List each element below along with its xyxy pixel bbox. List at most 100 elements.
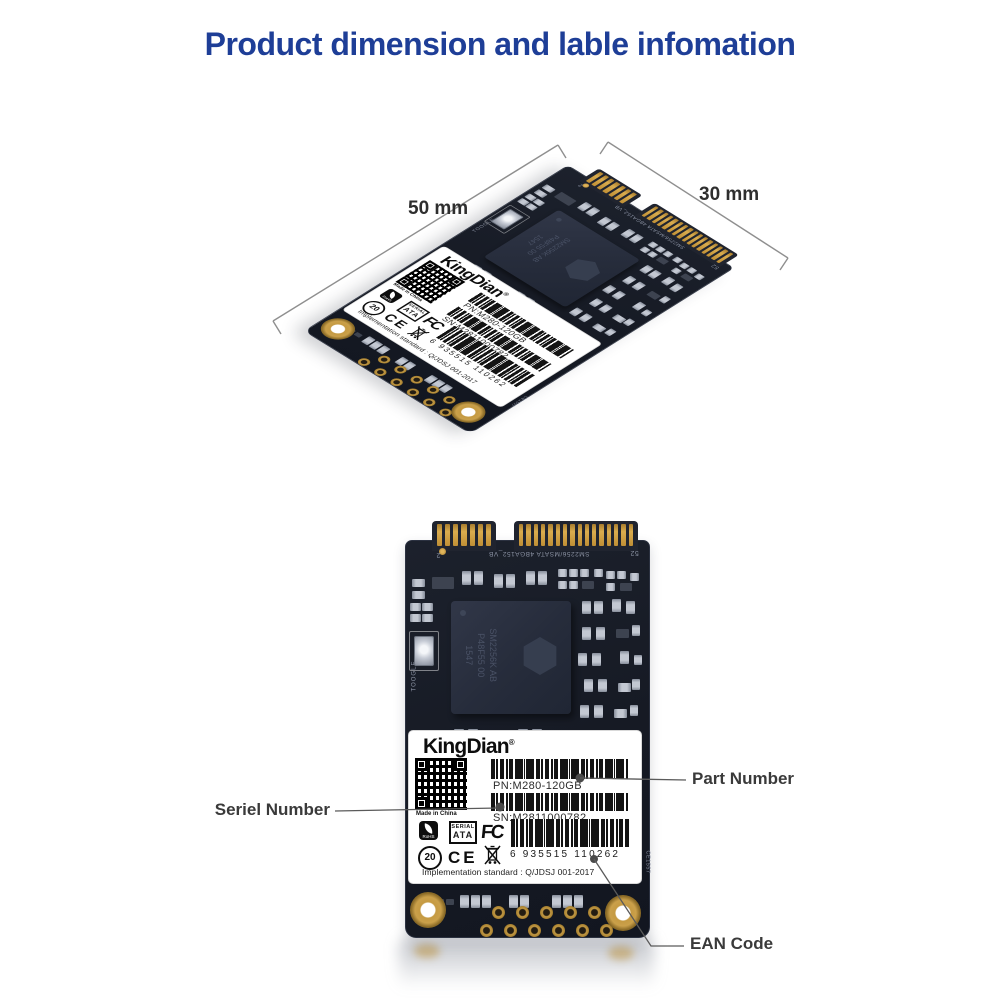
decorative-component	[558, 581, 567, 589]
decorative-component	[404, 386, 422, 398]
decorative-component	[582, 627, 591, 640]
decorative-component	[588, 906, 601, 919]
decorative-component	[584, 524, 590, 546]
decorative-component	[578, 313, 593, 323]
connector-fingers-left	[432, 521, 496, 551]
decorative-component	[608, 946, 634, 960]
callout-serial-number: Seriel Number	[214, 800, 330, 819]
decorative-component	[454, 758, 467, 771]
decorative-component: 20	[424, 852, 436, 863]
decorative-component	[576, 924, 589, 937]
decorative-component	[453, 524, 459, 546]
decorative-component	[557, 144, 567, 159]
decorative-component	[606, 571, 615, 579]
decorative-component	[617, 571, 626, 579]
decorative-component	[594, 569, 603, 577]
decorative-component	[606, 583, 615, 591]
qr-code	[415, 758, 467, 810]
decorative-component: SERIAL	[451, 824, 475, 830]
decorative-component	[596, 627, 605, 640]
decorative-component	[578, 653, 587, 666]
decorative-component	[526, 524, 531, 546]
mounting-hole-left	[313, 313, 363, 345]
decorative-component	[469, 524, 475, 546]
decorative-component	[552, 895, 561, 908]
decorative-component	[540, 524, 546, 546]
decorative-component	[620, 583, 632, 591]
fcc-icon: FC	[479, 822, 504, 843]
decorative-component	[414, 944, 440, 958]
decorative-component	[634, 655, 642, 665]
decorative-component	[446, 899, 454, 905]
decorative-component	[555, 524, 560, 546]
decorative-component	[614, 524, 619, 546]
ssd-board-angled: SM2256/MSATA 4BGA152_VB 52 2 TOOGLE CE15…	[303, 165, 739, 434]
decorative-component	[355, 356, 373, 368]
decorative-component	[353, 331, 363, 338]
weee-bin-icon	[407, 326, 430, 341]
decorative-component	[558, 569, 567, 577]
decorative-component: 1547	[463, 645, 474, 666]
decorative-component	[410, 603, 421, 611]
decorative-component	[662, 250, 674, 258]
silkscreen-pin52: 52	[630, 549, 639, 556]
decorative-component	[506, 574, 515, 588]
decorative-component	[626, 601, 635, 614]
decorative-component	[612, 599, 621, 612]
decorative-component	[420, 396, 438, 408]
decorative-component	[564, 906, 577, 919]
decorative-component	[493, 861, 497, 864]
decorative-component	[422, 328, 426, 331]
decorative-component	[618, 683, 631, 692]
decorative-component	[570, 524, 575, 546]
decorative-component	[526, 571, 535, 585]
dimension-label-50mm: 50 mm	[408, 198, 469, 219]
decorative-component: 20	[366, 303, 382, 313]
decorative-component	[680, 273, 694, 282]
decorative-component	[492, 906, 505, 919]
decorative-component	[462, 571, 471, 585]
decorative-component	[614, 709, 627, 718]
decorative-component	[594, 705, 603, 718]
decorative-component	[412, 579, 425, 587]
decorative-component	[621, 524, 626, 546]
oscillator	[409, 631, 439, 671]
decorative-component	[445, 524, 451, 546]
silkscreen-model: SM2256/MSATA 4BGA152_VB	[488, 550, 590, 557]
decorative-component	[616, 629, 629, 638]
decorative-component	[548, 524, 553, 546]
decorative-component	[611, 290, 627, 300]
page-title: Product dimension and lable infomation	[204, 26, 796, 62]
serial-number-barcode	[491, 793, 628, 811]
decorative-component	[569, 569, 578, 577]
decorative-component	[415, 758, 428, 771]
decorative-component	[422, 614, 433, 622]
silkscreen-ce1557: CE1557	[644, 850, 651, 874]
decorative-component	[494, 574, 503, 588]
decorative-component	[646, 250, 659, 259]
decorative-component	[477, 524, 483, 546]
decorative-component	[630, 573, 639, 581]
decorative-component	[474, 571, 483, 585]
decorative-component	[528, 924, 541, 937]
decorative-component	[582, 581, 594, 589]
ean-digits: 6 935515 110262	[510, 849, 621, 860]
decorative-component	[592, 653, 601, 666]
decorative-component	[658, 295, 672, 304]
product-label: KingDian® Made in China PN:M280-120GB SN…	[342, 246, 602, 408]
decorative-component	[504, 924, 517, 937]
decorative-component	[484, 845, 501, 865]
decorative-component	[413, 336, 417, 339]
connector-fingers-right	[634, 202, 739, 268]
ce-mark-icon: CE	[448, 848, 478, 867]
decorative-component	[693, 273, 705, 281]
decorative-component	[580, 569, 589, 577]
decorative-component	[412, 591, 425, 599]
decorative-component	[606, 524, 612, 546]
decorative-component	[598, 679, 607, 692]
decorative-component: ATA	[452, 829, 474, 840]
brand-logo: KingDian®	[423, 735, 515, 759]
callout-part-number: Part Number	[692, 769, 795, 788]
part-number-text: PN:M280-120GB	[493, 780, 582, 792]
decorative-component	[582, 601, 591, 614]
